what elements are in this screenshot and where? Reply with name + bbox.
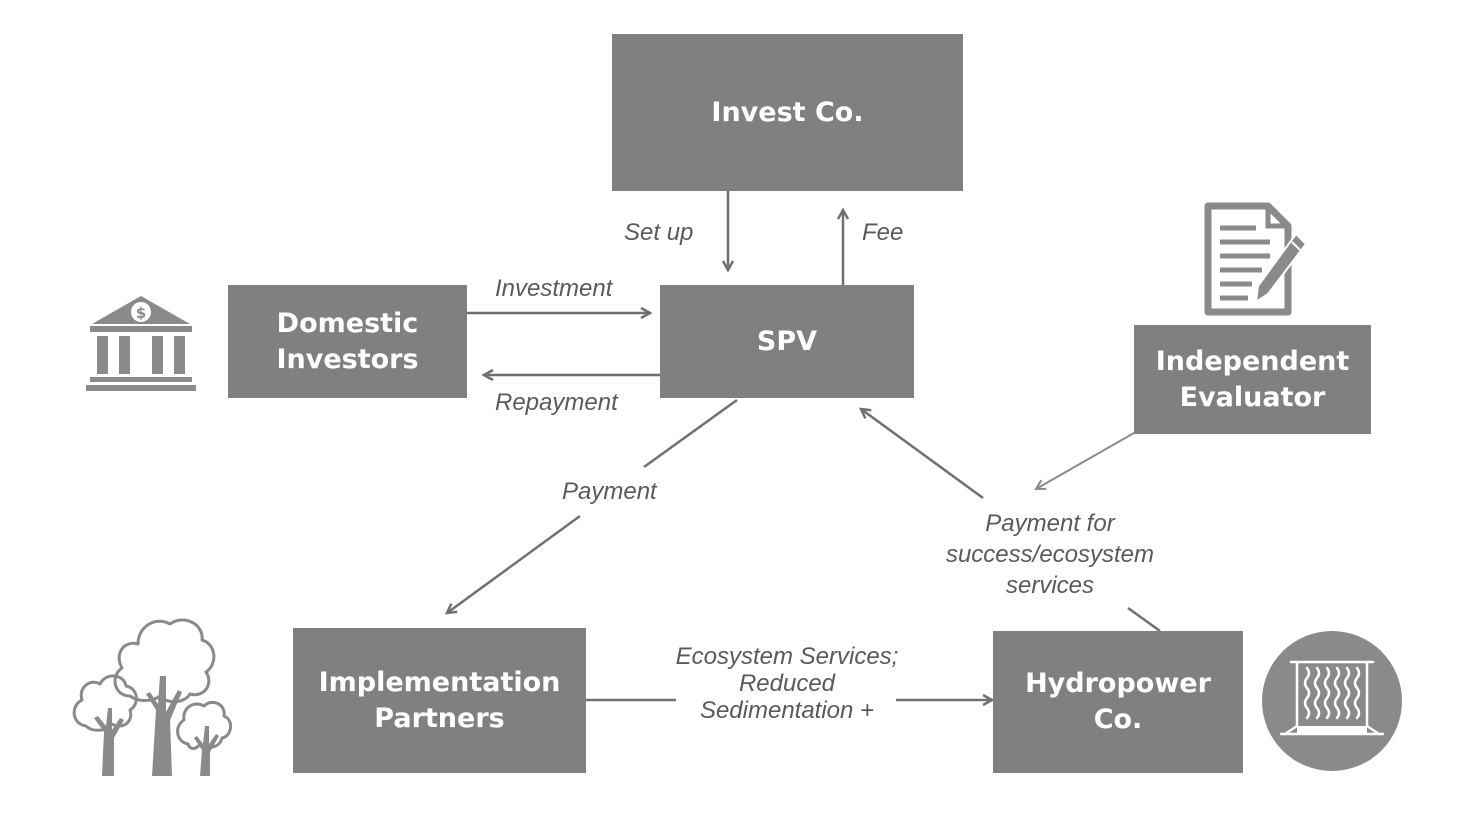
invest-co-label: Invest Co.: [711, 96, 864, 128]
spv-label: SPV: [756, 325, 818, 357]
set-up-label: Set up: [624, 219, 694, 246]
independent-evaluator-box: Independent Evaluator: [1134, 325, 1371, 434]
payment-for-success-line-3: services: [1005, 572, 1095, 599]
independent-evaluator-label-1: Independent: [1155, 345, 1350, 377]
svg-text:$: $: [136, 304, 146, 322]
ecosystem-services-line-1: Ecosystem Services;: [675, 643, 899, 670]
ecosystem-services-label: Ecosystem Services; Reduced Sedimentatio…: [656, 643, 918, 724]
payment-for-success-line-1: Payment for: [985, 510, 1115, 537]
payment-for-success-label: Payment for success/ecosystem services: [930, 509, 1170, 600]
document-pen-icon: [1204, 202, 1308, 316]
invest-co-box: Invest Co.: [612, 34, 963, 191]
independent-evaluator-label-2: Evaluator: [1179, 381, 1326, 413]
hydropower-co-label-2: Co.: [1093, 704, 1143, 735]
implementation-partners-label-2: Partners: [374, 702, 505, 734]
implementation-partners-label-1: Implementation: [318, 666, 561, 698]
investment-label: Investment: [495, 275, 613, 302]
implementation-partners-box: Implementation Partners: [293, 628, 586, 773]
trees-icon: [72, 618, 232, 776]
ecosystem-services-line-2: Reduced: [738, 670, 836, 697]
bank-icon: $: [86, 296, 196, 391]
repayment-label: Repayment: [495, 389, 618, 416]
ecosystem-services-line-3: Sedimentation +: [699, 697, 875, 724]
payment-for-success-line-2: success/ecosystem: [945, 541, 1155, 568]
payment-arrow-lower: [447, 514, 581, 613]
payment-for-success-arrow: [861, 409, 984, 500]
payment-label: Payment: [562, 478, 657, 505]
spv-box: SPV: [660, 285, 914, 398]
dam-icon: [1262, 631, 1402, 771]
fee-label: Fee: [862, 219, 904, 246]
domestic-investors-box: Domestic Investors: [228, 285, 467, 398]
domestic-investors-label-2: Investors: [276, 343, 419, 375]
hydropower-connector: [1127, 606, 1161, 633]
domestic-investors-label-1: Domestic: [276, 307, 419, 339]
payment-arrow-upper: [643, 398, 738, 469]
hydropower-co-box: Hydropower Co.: [993, 631, 1243, 773]
hydropower-co-label-1: Hydropower: [1025, 668, 1211, 699]
